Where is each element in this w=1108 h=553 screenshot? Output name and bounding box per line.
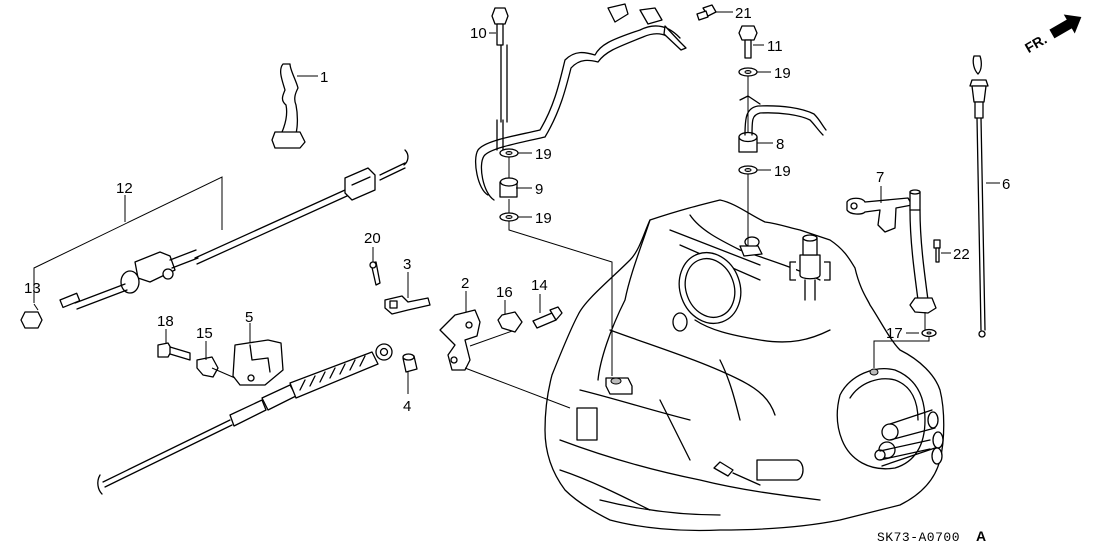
dipstick	[969, 55, 989, 338]
callout-16: 16	[496, 284, 513, 301]
callout-labels: 1 2 3 4 5 6 7 8 9 10 11 12 13 14 15 16 1…	[24, 5, 1010, 415]
callout-14: 14	[531, 277, 548, 294]
cooler-pipe-right	[696, 4, 827, 246]
callout-22: 22	[953, 246, 970, 263]
shift-cable	[20, 149, 409, 329]
lock-plate-16	[497, 311, 523, 333]
transmission-case	[544, 199, 945, 532]
dipstick-pipe	[846, 189, 941, 368]
callout-19-c: 19	[774, 65, 791, 82]
diagram-code-suffix: A	[976, 528, 986, 544]
callout-20: 20	[364, 230, 381, 247]
select-cable	[97, 343, 393, 495]
bushing	[402, 353, 418, 373]
callout-19-a: 19	[535, 146, 552, 163]
callout-17: 17	[886, 325, 903, 342]
callout-6: 6	[1002, 176, 1010, 193]
cable-clip	[271, 63, 306, 149]
callout-13: 13	[24, 280, 41, 297]
callout-7: 7	[876, 169, 884, 186]
lock-plate-15	[196, 356, 236, 379]
callout-15: 15	[196, 325, 213, 342]
flange-bolt-14	[532, 306, 563, 329]
front-arrow-icon	[1049, 14, 1082, 39]
callout-19-d: 19	[774, 163, 791, 180]
callout-2: 2	[461, 275, 469, 292]
front-label: FR.	[1022, 31, 1050, 56]
callout-3: 3	[403, 256, 411, 273]
callout-18: 18	[157, 313, 174, 330]
callout-21: 21	[735, 5, 752, 22]
cotter-pin	[369, 261, 381, 286]
diagram-code: SK73-A0700 A	[877, 528, 986, 545]
diagram-code-text: SK73-A0700	[877, 530, 960, 545]
callout-4: 4	[403, 398, 411, 415]
flange-bolt-18	[157, 342, 191, 361]
lever-bracket	[384, 295, 431, 315]
callout-11: 11	[767, 38, 783, 55]
leader-lines	[33, 11, 1000, 394]
callout-8: 8	[776, 136, 784, 153]
callout-1: 1	[320, 69, 328, 86]
cable-bracket	[439, 309, 571, 409]
cooler-pipe-left	[474, 3, 687, 376]
callout-19-b: 19	[535, 210, 552, 227]
front-direction-indicator: FR.	[1022, 14, 1082, 56]
callout-10: 10	[470, 25, 487, 42]
callout-12: 12	[116, 180, 133, 197]
cable-holder	[232, 339, 284, 386]
callout-5: 5	[245, 309, 253, 326]
callout-9: 9	[535, 181, 543, 198]
